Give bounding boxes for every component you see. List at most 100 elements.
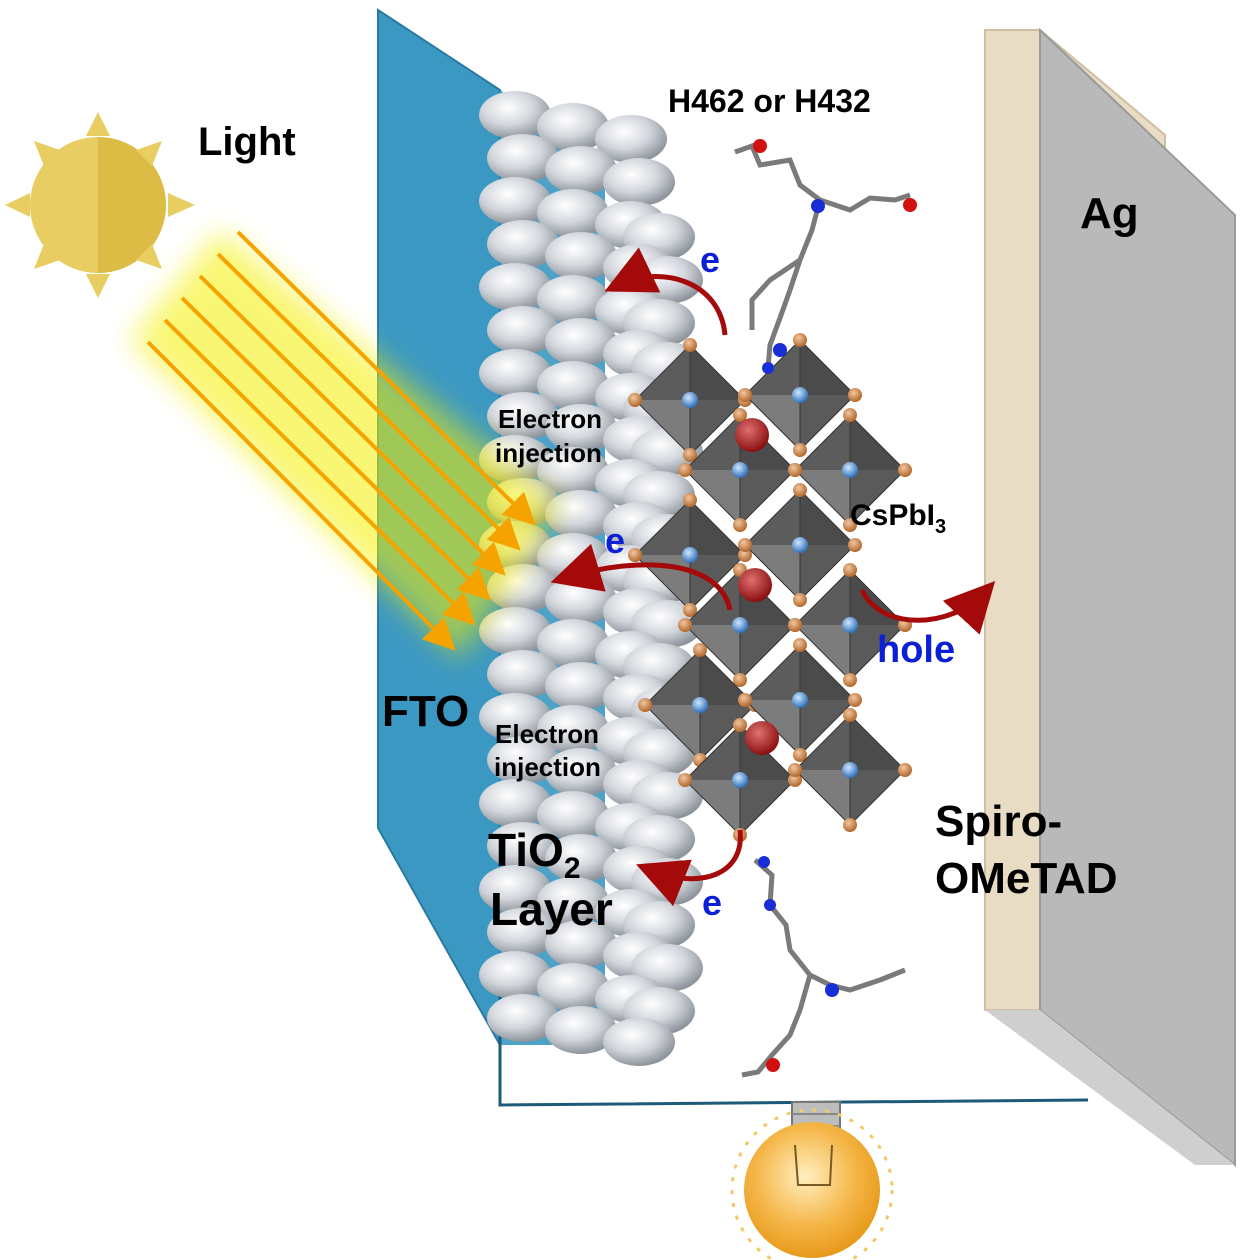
tio2-particle — [487, 306, 559, 354]
tio2-particle — [537, 275, 609, 323]
injection-top-line2: injection — [495, 438, 602, 468]
iodide-atom — [738, 548, 752, 562]
tio2-particle — [479, 865, 551, 913]
tio2-particle — [479, 91, 551, 139]
iodide-atom — [843, 408, 857, 422]
iodide-atom — [793, 333, 807, 347]
iodide-atom — [683, 338, 697, 352]
iodide-atom — [788, 618, 802, 632]
pb-atom — [792, 387, 808, 403]
iodide-atom — [848, 693, 862, 707]
iodide-atom — [788, 773, 802, 787]
tio2-particle — [537, 103, 609, 151]
injection-bottom-line1: Electron — [495, 719, 599, 749]
iodide-atom — [628, 548, 642, 562]
tio2-particle — [545, 232, 617, 280]
fto-label: FTO — [382, 687, 469, 736]
cs-atom — [745, 721, 779, 755]
sun-icon — [5, 112, 195, 298]
tio2-particle — [545, 146, 617, 194]
pb-atom — [732, 772, 748, 788]
cs-atom — [735, 418, 769, 452]
molecule-atoms — [753, 139, 917, 1072]
octahedron-face — [745, 490, 855, 545]
tio2-particle — [479, 607, 551, 655]
iodide-atom — [683, 603, 697, 617]
tio2-particle — [545, 748, 617, 796]
octahedron-face — [645, 650, 755, 705]
electron-label-bottom: e — [702, 882, 722, 923]
iodide-atom — [793, 593, 807, 607]
iodide-atom — [848, 538, 862, 552]
tio2-layer-label: Layer — [490, 883, 613, 935]
pb-atom — [842, 617, 858, 633]
iodide-atom — [788, 463, 802, 477]
tio2-particle — [537, 619, 609, 667]
octahedron-face — [745, 645, 855, 700]
light-beam — [130, 230, 560, 660]
iodide-atom — [898, 463, 912, 477]
spiro-label-line2: OMeTAD — [935, 854, 1118, 903]
iodide-atom — [733, 408, 747, 422]
tio2-particle — [487, 822, 559, 870]
ag-electrode — [984, 27, 1236, 1168]
octahedron-face — [685, 725, 795, 780]
tio2-particle — [537, 791, 609, 839]
iodide-atom — [843, 818, 857, 832]
iodide-atom — [638, 698, 652, 712]
octahedron-face — [745, 340, 855, 395]
iodide-atom — [738, 388, 752, 402]
spiro-label-line1: Spiro- — [935, 797, 1062, 846]
tio2-particle — [487, 736, 559, 784]
electron-label-top: e — [700, 239, 720, 280]
tio2-particle — [537, 361, 609, 409]
molecule-icon — [734, 142, 911, 1078]
tio2-particle — [545, 920, 617, 968]
tio2-particle — [537, 447, 609, 495]
tio2-particle — [487, 134, 559, 182]
octahedron-face — [635, 500, 745, 555]
iodide-atom — [793, 483, 807, 497]
tio2-label: TiO2 — [488, 824, 581, 885]
iodide-atom — [738, 538, 752, 552]
iodide-atom — [793, 638, 807, 652]
iodide-atom — [738, 693, 752, 707]
pb-atom — [682, 547, 698, 563]
pb-atom — [732, 617, 748, 633]
tio2-particle — [595, 115, 667, 163]
iodide-atom — [678, 463, 692, 477]
pb-atom — [842, 462, 858, 478]
electron-transfer-arrows — [550, 247, 996, 907]
iodide-atom — [848, 388, 862, 402]
tio2-particle — [479, 951, 551, 999]
tio2-particle — [545, 490, 617, 538]
iodide-atom — [693, 643, 707, 657]
iodide-atom — [733, 718, 747, 732]
octahedron-face — [685, 570, 795, 625]
tio2-particle — [479, 349, 551, 397]
perovskite-crystal-icon — [628, 333, 912, 842]
iodide-atom — [733, 673, 747, 687]
iodide-atom — [793, 748, 807, 762]
tio2-particle — [545, 1006, 617, 1054]
iodide-atom — [793, 443, 807, 457]
light-bulb-icon — [730, 1101, 894, 1260]
tio2-particle — [603, 1018, 675, 1066]
iodide-atom — [683, 493, 697, 507]
tio2-particle — [545, 318, 617, 366]
tio2-particle — [479, 693, 551, 741]
tio2-particle — [537, 189, 609, 237]
iodide-atom — [683, 448, 697, 462]
tio2-particle — [537, 877, 609, 925]
tio2-particle — [479, 177, 551, 225]
tio2-particle — [479, 779, 551, 827]
iodide-atom — [678, 618, 692, 632]
light-label: Light — [198, 120, 296, 164]
tio2-particle — [487, 908, 559, 956]
tio2-particle — [487, 220, 559, 268]
injection-top-line1: Electron — [498, 404, 602, 434]
injection-bottom-line2: injection — [494, 752, 601, 782]
octahedron-face — [635, 345, 745, 400]
ag-label: Ag — [1080, 189, 1139, 238]
